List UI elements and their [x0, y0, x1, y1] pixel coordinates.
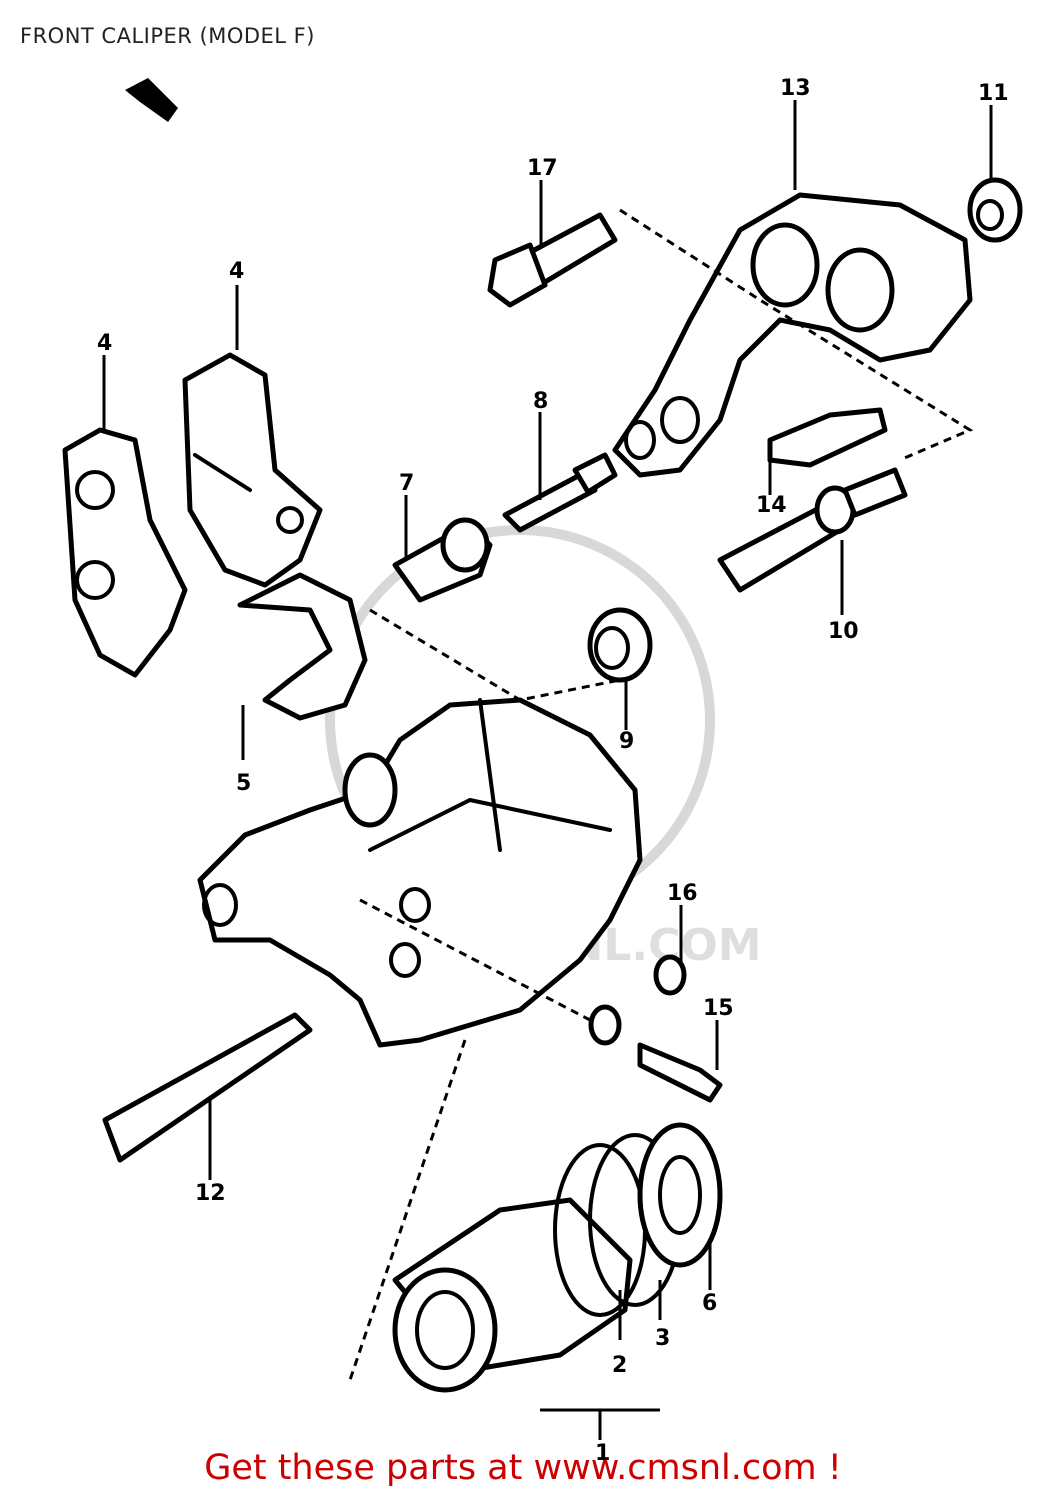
callout-11: 11	[978, 81, 1009, 106]
bleeder-valve-part	[588, 1004, 723, 1103]
callouts: 1 2 3 4 4 5 6 7 8 9 10 11 12 13 14 15 16…	[97, 76, 1009, 1466]
pad-spring-part	[237, 572, 368, 721]
long-pin-part	[102, 1012, 313, 1163]
front-arrow-icon	[125, 78, 178, 122]
callout-12: 12	[195, 1181, 226, 1206]
callout-6: 6	[702, 1291, 717, 1316]
callout-4-shim: 4	[97, 331, 112, 356]
pad-shim-part	[62, 427, 188, 678]
callout-8: 8	[533, 389, 548, 414]
caliper-body-part	[197, 697, 643, 1048]
bleeder-cap-part	[587, 607, 653, 683]
guide-pin-part	[717, 467, 908, 593]
callout-13: 13	[780, 76, 811, 101]
callout-3: 3	[655, 1326, 670, 1351]
piston-part	[392, 1197, 633, 1393]
diagram-title: FRONT CALIPER (MODEL F)	[20, 24, 315, 48]
bracket-bolt-part	[487, 212, 618, 308]
rubber-cap-part	[967, 177, 1023, 243]
callout-4-pad: 4	[229, 259, 244, 284]
retainer-clip-part	[767, 407, 888, 468]
slide-pin-part	[502, 452, 618, 533]
callout-16: 16	[667, 881, 698, 906]
callout-9: 9	[619, 729, 634, 754]
callout-5: 5	[236, 771, 251, 796]
callout-10: 10	[828, 619, 859, 644]
bleeder-washer-part	[653, 954, 687, 996]
callout-7: 7	[399, 471, 414, 496]
parts-store-link[interactable]: Get these parts at www.cmsnl.com !	[204, 1448, 842, 1488]
callout-17: 17	[527, 156, 558, 181]
leader-lines	[102, 100, 993, 1440]
callout-15: 15	[703, 996, 734, 1021]
callout-14: 14	[756, 493, 787, 518]
boot-part	[392, 517, 493, 603]
dust-cover-part	[637, 1122, 723, 1268]
caliper-bracket-part	[612, 192, 973, 478]
callout-1: 1	[595, 1441, 610, 1466]
callout-2: 2	[612, 1353, 627, 1378]
brake-pad-part	[182, 352, 323, 588]
